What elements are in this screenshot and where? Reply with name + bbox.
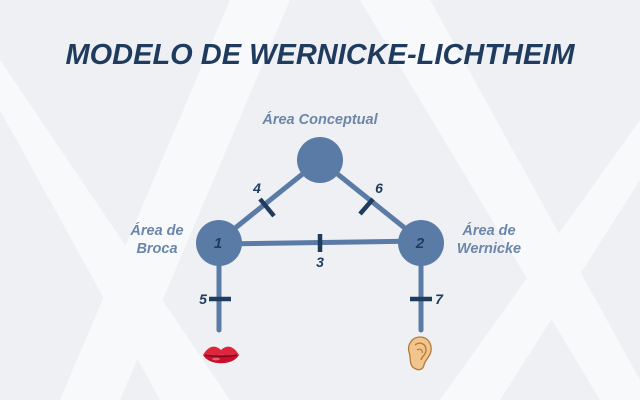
connection-label-6: 6 bbox=[375, 180, 383, 196]
node-broca bbox=[196, 220, 242, 266]
label-broca-line1: Área de bbox=[129, 222, 183, 239]
connection-tick-4 bbox=[258, 197, 276, 218]
node-wernicke bbox=[398, 220, 444, 266]
ear-icon bbox=[407, 336, 432, 371]
page-title: MODELO DE WERNICKE-LICHTHEIM bbox=[65, 39, 575, 71]
connection-tick-6 bbox=[358, 197, 375, 216]
node-wernicke-number: 2 bbox=[415, 235, 425, 252]
lips-icon bbox=[203, 346, 239, 364]
connection-label-4: 4 bbox=[252, 180, 261, 196]
connection-label-3: 3 bbox=[316, 254, 324, 270]
label-area-conceptual: Área Conceptual bbox=[261, 111, 378, 128]
connection-label-7: 7 bbox=[435, 291, 444, 307]
node-conceptual bbox=[297, 137, 343, 183]
label-wernicke-line1: Área de bbox=[461, 222, 515, 239]
label-broca-line2: Broca bbox=[136, 241, 177, 257]
label-wernicke-line2: Wernicke bbox=[457, 241, 521, 257]
node-broca-number: 1 bbox=[214, 235, 222, 252]
connection-label-5: 5 bbox=[199, 291, 207, 307]
